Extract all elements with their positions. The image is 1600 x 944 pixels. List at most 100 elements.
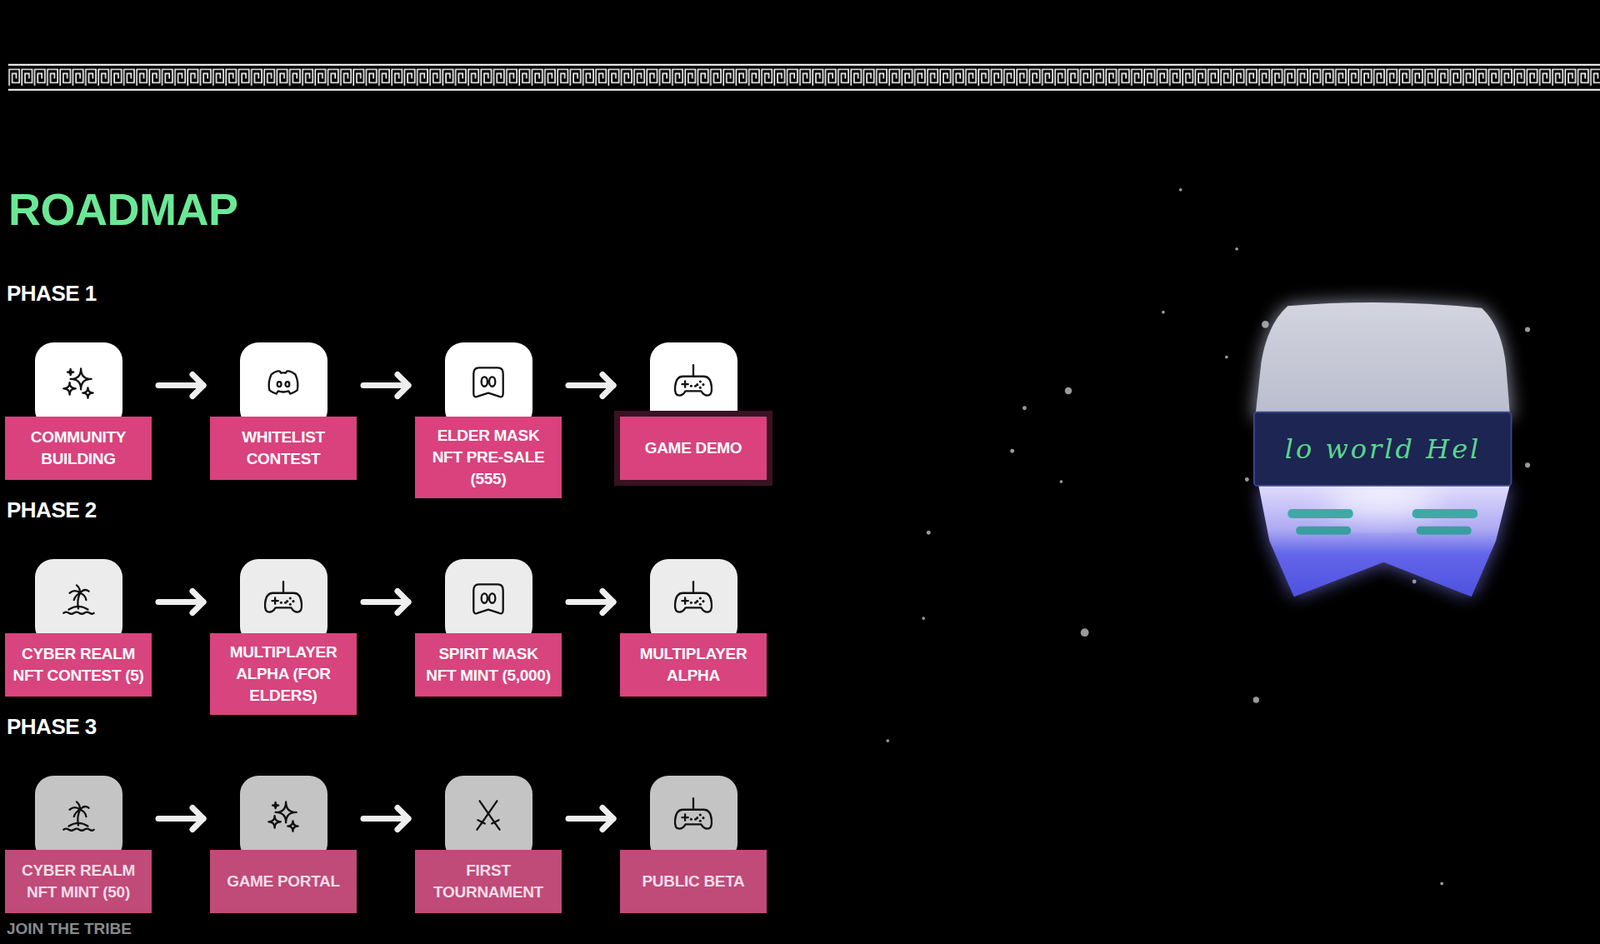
arrow-head [192, 808, 204, 830]
star [1440, 882, 1444, 886]
icon-tile [240, 559, 328, 645]
icon-dot [289, 603, 292, 606]
icon-tile [35, 559, 123, 645]
arrow-connector [568, 591, 614, 614]
label-panel: WHITELIST CONTEST [210, 416, 357, 480]
star [926, 530, 931, 535]
icon-stroke [692, 581, 695, 593]
arrow-connector [158, 591, 204, 614]
icon-tile [445, 342, 533, 429]
icon-stroke [681, 814, 688, 820]
mask-band: lo world Hel [1254, 412, 1512, 486]
arrow-head [602, 591, 614, 614]
pad-icon [672, 794, 715, 836]
icon-dot [699, 596, 702, 600]
icon-dot [690, 601, 693, 605]
icon-stroke [473, 367, 503, 397]
step-label: GAME DEMO [645, 437, 743, 460]
icon-tile [650, 342, 738, 429]
icon-dot [699, 820, 702, 823]
swords-icon [467, 794, 510, 836]
pad-icon [262, 577, 305, 620]
mask-cap [1255, 302, 1510, 419]
star [885, 739, 890, 743]
icon-stroke [476, 823, 500, 830]
phase-heading: PHASE 1 [6, 280, 97, 306]
step-label: PUBLIC BETA [641, 870, 745, 893]
icon-stroke [675, 810, 712, 830]
icon-stroke [271, 597, 278, 604]
icon-stroke [692, 365, 695, 376]
arrow-shaft [363, 382, 409, 389]
icon-dot [289, 596, 292, 600]
icon-dot [699, 380, 702, 383]
spark-icon [57, 360, 100, 403]
icon-stroke [268, 815, 281, 829]
star [1225, 355, 1229, 360]
arrow-connector [568, 808, 614, 830]
icon-tile [35, 775, 123, 862]
star [921, 616, 925, 620]
icon-stroke [675, 376, 712, 396]
roadmap-step: MULTIPLAYER ALPHA (FOR ELDERS) [210, 559, 357, 715]
star [1080, 628, 1090, 637]
star [1010, 449, 1015, 454]
icon-stroke [481, 376, 488, 386]
star-field [885, 188, 1530, 885]
icon-dot [699, 813, 702, 816]
label-panel: GAME PORTAL [210, 850, 357, 914]
icon-stroke [277, 381, 282, 387]
greek-key-border [8, 65, 1600, 90]
step-label: FIRST TOURNAMENT [421, 860, 555, 904]
star [1525, 326, 1530, 332]
label-panel: COMMUNITY BUILDING [5, 416, 152, 480]
page-title: ROADMAP [8, 186, 239, 232]
roadmap-step: SPIRIT MASK NFT MINT (5,000) [415, 559, 562, 697]
icon-stroke [675, 593, 712, 613]
roadmap-step: ELDER MASK NFT PRE-SALE (555) [415, 342, 562, 499]
step-label: WHITELIST CONTEST [216, 426, 350, 470]
roadmap-step: CYBER REALM NFT MINT (50) [5, 775, 152, 914]
roadmap-step: GAME PORTAL [210, 775, 357, 914]
arrow-shaft [158, 599, 204, 605]
icon-stroke [285, 381, 290, 387]
roadmap-step: GAME DEMO [620, 342, 767, 480]
star [1261, 320, 1270, 329]
star [1161, 310, 1165, 315]
spark-icon [262, 794, 305, 836]
discord-icon [262, 360, 305, 403]
star [1525, 462, 1530, 468]
icon-dot [690, 818, 693, 821]
step-label: ELDER MASK NFT PRE-SALE (555) [421, 425, 555, 490]
icon-stroke [692, 798, 695, 810]
icon-dot [699, 386, 702, 390]
icon-stroke [67, 369, 74, 375]
icon-tile [445, 775, 533, 862]
mask-eye [1416, 526, 1472, 535]
label-panel: GAME DEMO [620, 416, 767, 480]
label-panel: CYBER REALM NFT CONTEST (5) [5, 633, 152, 697]
mask-icon [467, 360, 510, 403]
label-panel: CYBER REALM NFT MINT (50) [5, 850, 152, 914]
arrow-head [397, 591, 409, 614]
arrow-connector [363, 591, 409, 614]
icon-dot [701, 383, 705, 386]
roadmap-step: MULTIPLAYER ALPHA [620, 559, 767, 697]
arrow-head [192, 591, 204, 614]
phase-heading: PHASE 2 [6, 497, 97, 523]
label-panel: SPIRIT MASK NFT MINT (5,000) [415, 633, 562, 697]
arrow-shaft [158, 815, 204, 822]
roadmap-step: PUBLIC BETA [620, 775, 767, 914]
icon-stroke [265, 593, 302, 613]
icon-stroke [287, 820, 299, 832]
arrow-shaft [158, 382, 204, 389]
icon-tile [240, 342, 328, 429]
roadmap-step: CYBER REALM NFT CONTEST (5) [5, 559, 152, 697]
icon-tile [650, 559, 738, 645]
mask-icon [467, 577, 510, 620]
step-label: GAME PORTAL [226, 870, 340, 893]
star [1065, 387, 1073, 395]
icon-stroke [82, 387, 93, 399]
icon-stroke [70, 801, 90, 817]
